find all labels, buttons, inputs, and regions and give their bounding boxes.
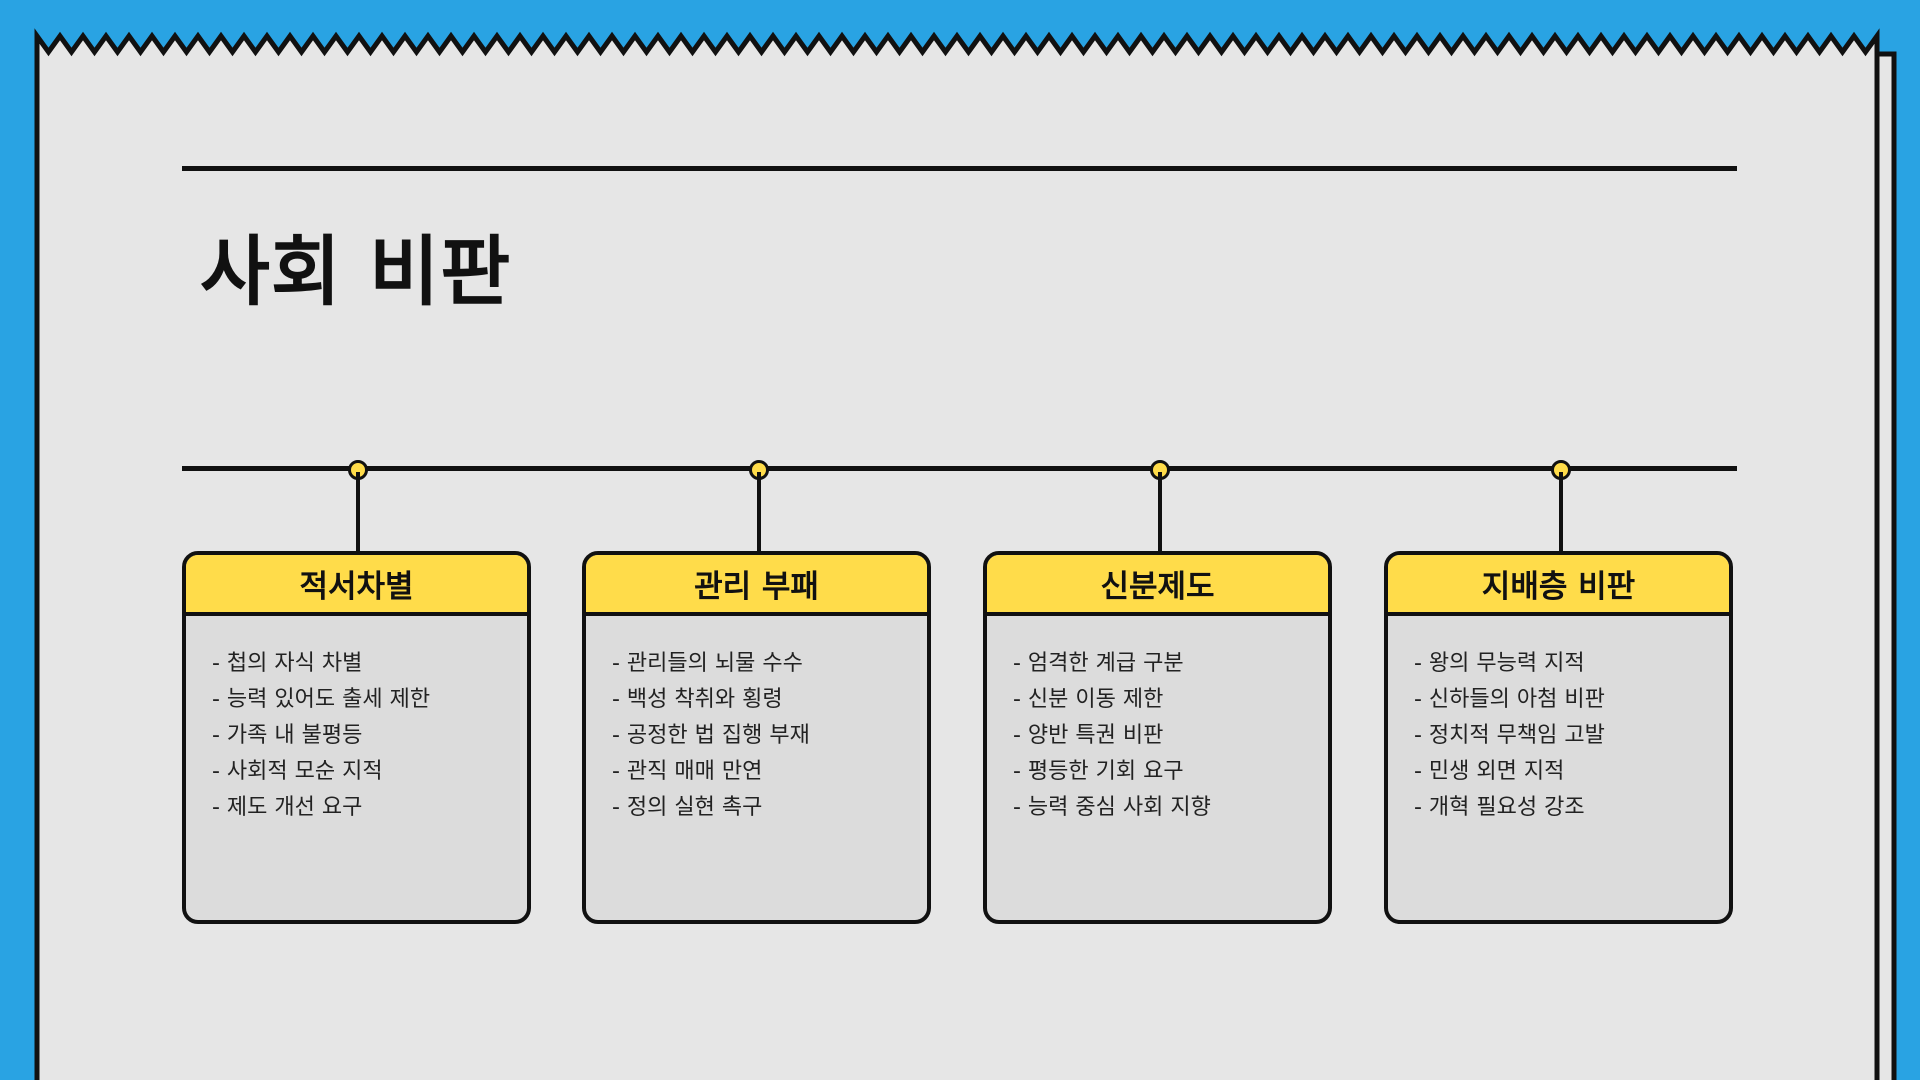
list-item: - 가족 내 불평등 [212, 723, 363, 748]
topic-card-class-system: 신분제도 - 엄격한 계급 구분 - 신분 이동 제한 - 양반 특권 비판 -… [983, 551, 1332, 924]
list-item: - 엄격한 계급 구분 [1013, 651, 1184, 676]
list-item: - 양반 특권 비판 [1013, 723, 1164, 748]
topic-card-ruling-class: 지배층 비판 - 왕의 무능력 지적 - 신하들의 아첨 비판 - 정치적 무책… [1384, 551, 1733, 924]
card-title: 신분제도 [987, 555, 1328, 616]
card-list: - 엄격한 계급 구분 - 신분 이동 제한 - 양반 특권 비판 - 평등한 … [987, 616, 1328, 826]
card-title: 관리 부패 [586, 555, 927, 616]
page-title: 사회 비판 [200, 227, 512, 316]
list-item: - 제도 개선 요구 [212, 795, 363, 820]
list-item: - 관직 매매 만연 [612, 759, 763, 784]
list-item: - 정의 실현 촉구 [612, 795, 763, 820]
card-list: - 관리들의 뇌물 수수 - 백성 착취와 횡령 - 공정한 법 집행 부재 -… [586, 616, 927, 826]
card-list: - 첩의 자식 차별 - 능력 있어도 출세 제한 - 가족 내 불평등 - 사… [186, 616, 527, 826]
list-item: - 능력 있어도 출세 제한 [212, 687, 431, 712]
list-item: - 첩의 자식 차별 [212, 651, 363, 676]
timeline-connector [757, 472, 761, 552]
list-item: - 정치적 무책임 고발 [1414, 723, 1605, 748]
card-title: 지배층 비판 [1388, 555, 1729, 616]
list-item: - 공정한 법 집행 부재 [612, 723, 810, 748]
timeline-line [182, 466, 1737, 471]
list-item: - 신분 이동 제한 [1013, 687, 1164, 712]
card-title: 적서차별 [186, 555, 527, 616]
list-item: - 관리들의 뇌물 수수 [612, 651, 803, 676]
list-item: - 개혁 필요성 강조 [1414, 795, 1585, 820]
top-divider [182, 166, 1737, 171]
list-item: - 백성 착취와 횡령 [612, 687, 783, 712]
timeline-connector [1158, 472, 1162, 552]
list-item: - 능력 중심 사회 지향 [1013, 795, 1211, 820]
list-item: - 왕의 무능력 지적 [1414, 651, 1585, 676]
card-list: - 왕의 무능력 지적 - 신하들의 아첨 비판 - 정치적 무책임 고발 - … [1388, 616, 1729, 826]
timeline-connector [1559, 472, 1563, 552]
topic-card-discrimination: 적서차별 - 첩의 자식 차별 - 능력 있어도 출세 제한 - 가족 내 불평… [182, 551, 531, 924]
list-item: - 민생 외면 지적 [1414, 759, 1565, 784]
list-item: - 사회적 모순 지적 [212, 759, 383, 784]
list-item: - 평등한 기회 요구 [1013, 759, 1184, 784]
topic-card-corruption: 관리 부패 - 관리들의 뇌물 수수 - 백성 착취와 횡령 - 공정한 법 집… [582, 551, 931, 924]
list-item: - 신하들의 아첨 비판 [1414, 687, 1605, 712]
timeline-connector [356, 472, 360, 552]
